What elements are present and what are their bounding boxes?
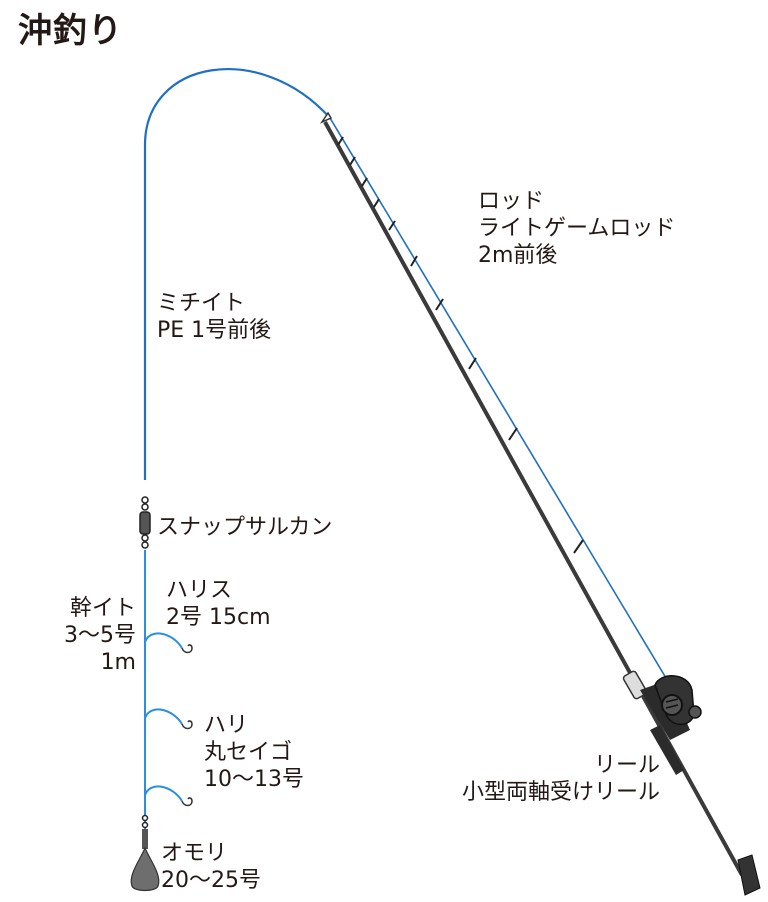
page-title: 沖釣り [18,11,123,51]
hook-spec: 10〜13号 [204,767,304,792]
branch-label: ハリス 2号 15cm [166,577,271,631]
hook-name: ハリ [204,713,249,738]
rod-name: ロッド [478,189,545,214]
rod-guides [337,136,584,554]
snap-swivel-icon [139,496,151,549]
mainline-along-rod [329,117,673,689]
hook-label: ハリ 丸セイゴ 10〜13号 [204,712,304,793]
mainline-label: ミチイト PE 1号前後 [157,290,271,344]
rod-type: ライトゲームロッド [478,216,676,241]
reel-label: リール 小型両軸受けリール [400,752,660,806]
branch-spec: 2号 15cm [166,605,271,630]
sinker-icon [130,814,160,892]
mainleader-name: 幹イト [69,596,136,621]
sinker-name: オモリ [161,841,228,866]
rod-label: ロッド ライトゲームロッド 2m前後 [478,188,675,269]
mainleader-spec: 3〜5号 [64,623,136,648]
rod-tip-icon [319,111,333,124]
branch-name: ハリス [166,578,233,603]
mainleader-label: 幹イト 3〜5号 1m [40,595,136,676]
hook-icons [181,644,193,807]
mainline-name: ミチイト [157,291,246,316]
reel-icon [622,670,761,896]
sinker-label: オモリ 20〜25号 [161,840,261,894]
mainleader-length: 1m [100,650,136,675]
mainline-path [143,68,331,480]
swivel-label: スナップサルカン [157,514,332,541]
branch-hooks [144,632,183,802]
sinker-spec: 20〜25号 [161,868,261,893]
hook-type: 丸セイゴ [204,740,293,765]
rod-spec: 2m前後 [478,243,558,268]
reel-type: 小型両軸受けリール [461,780,660,805]
swivel-name: スナップサルカン [157,515,333,540]
mainline-spec: PE 1号前後 [157,318,272,343]
reel-name: リール [593,753,660,778]
